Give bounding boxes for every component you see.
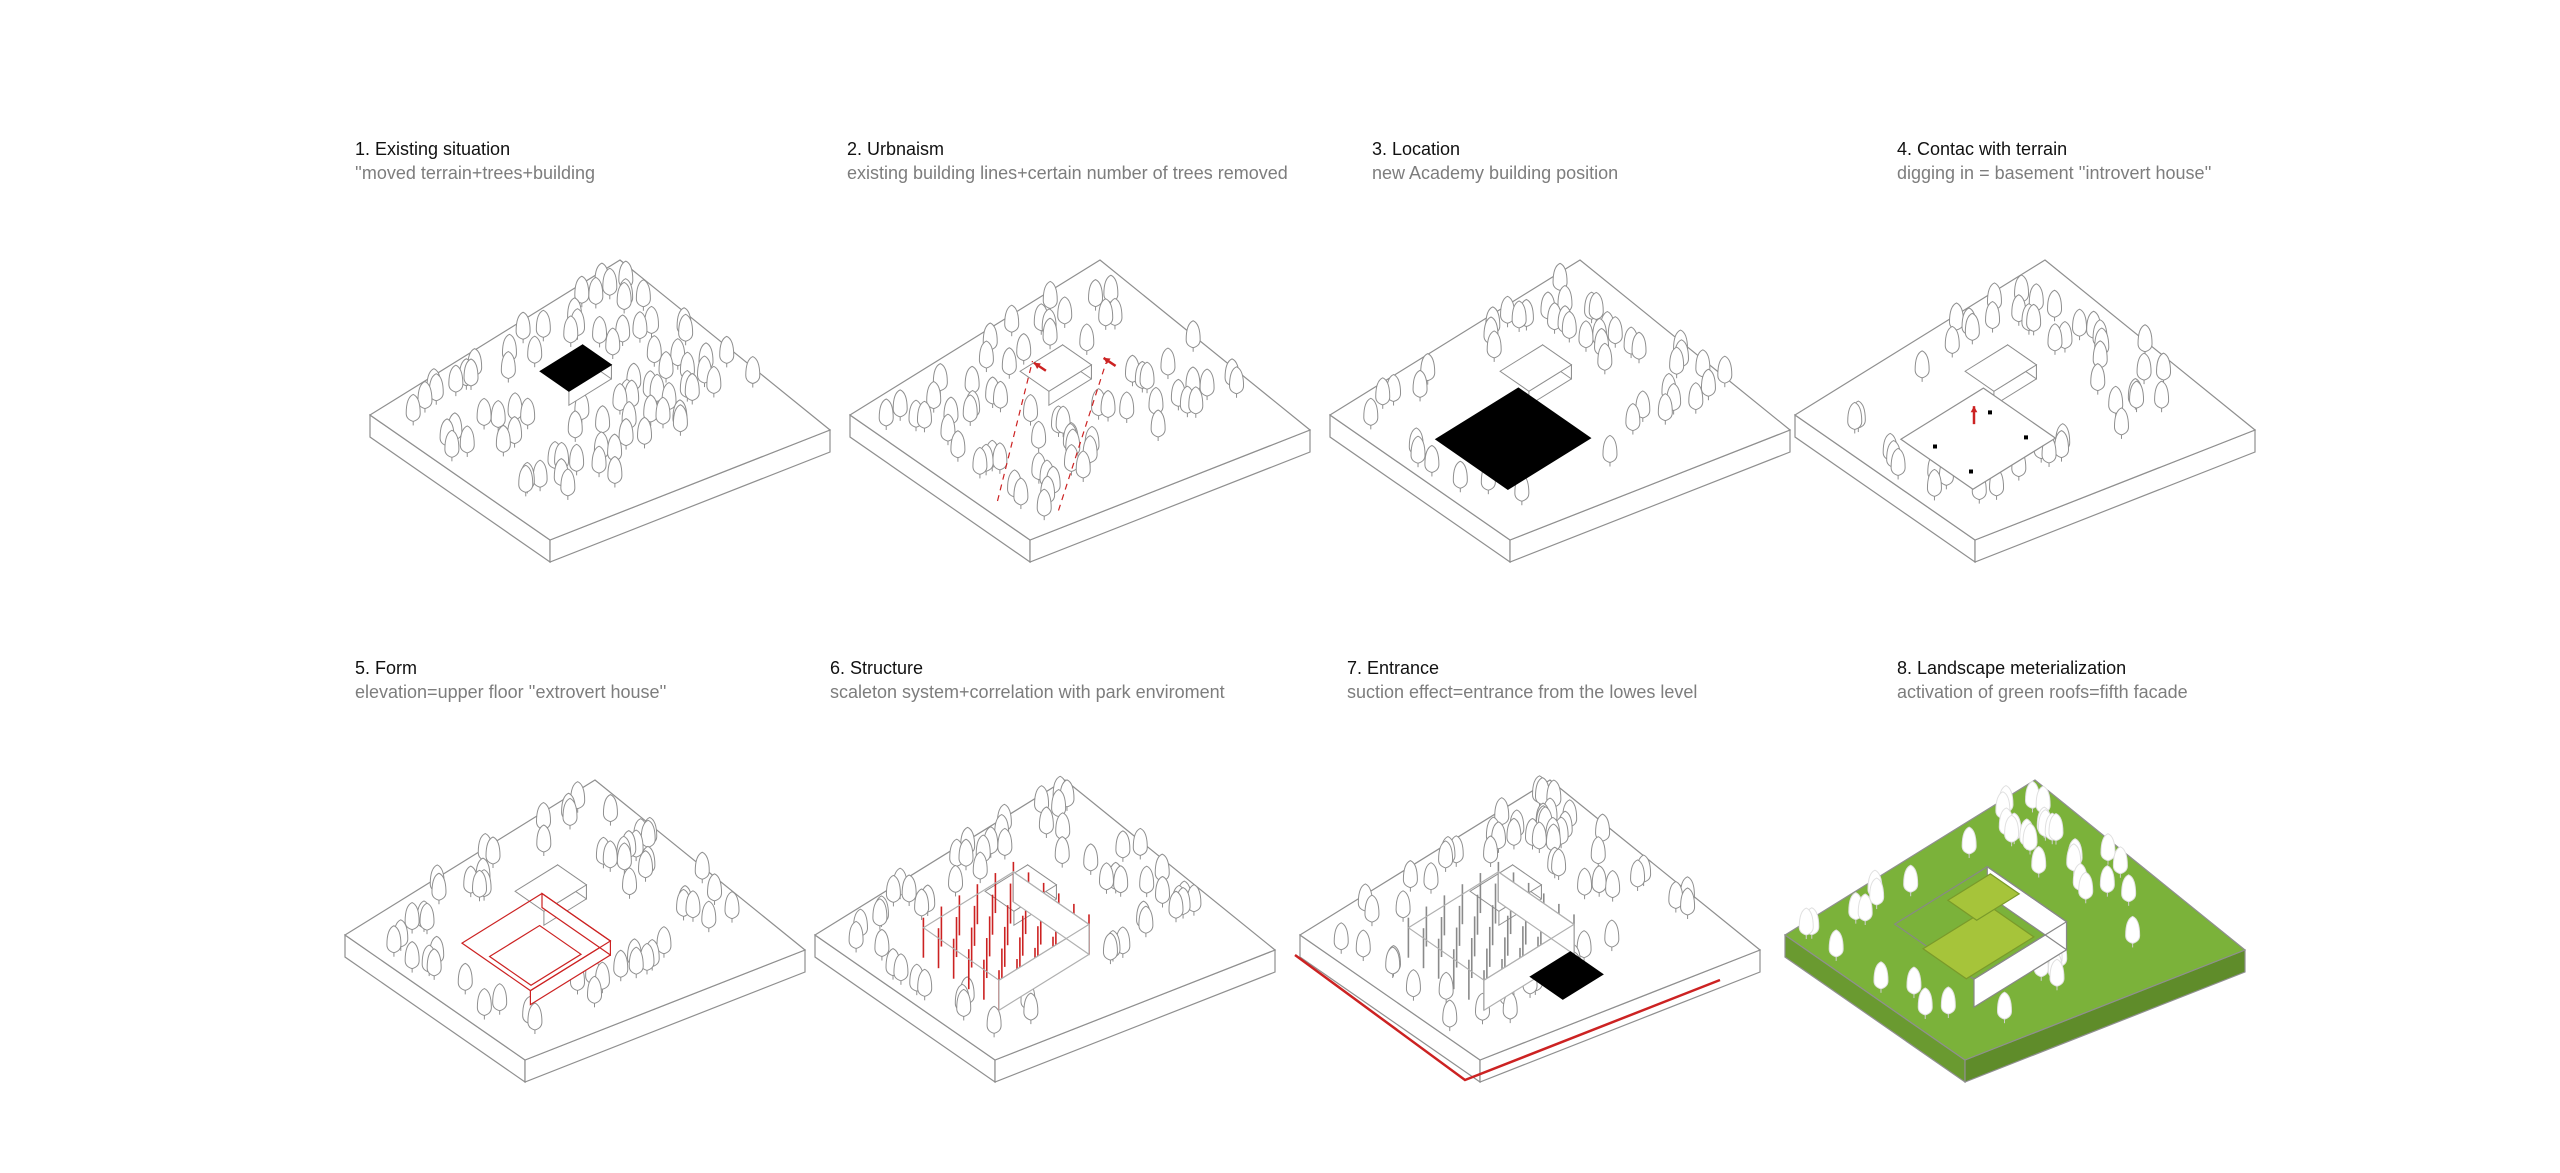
panel-title: 7. Entrance <box>1347 656 1907 680</box>
panel-title: 6. Structure <box>830 656 1390 680</box>
tree-canopy <box>2138 325 2152 352</box>
tree-canopy <box>1950 303 1964 330</box>
panel-caption: 3. Location new Academy building positio… <box>1372 137 1932 185</box>
panel-caption: 1. Existing situation ''moved terrain+tr… <box>355 137 915 185</box>
panel-subtitle: existing building lines+certain number o… <box>847 161 1407 185</box>
tree-canopy <box>1718 356 1732 383</box>
slab-top <box>1795 260 2255 540</box>
corner-marker <box>1988 410 1992 414</box>
tree-canopy <box>1133 828 1147 855</box>
panel-subtitle: activation of green roofs=fifth facade <box>1897 680 2457 704</box>
isometric-site-landscape <box>1770 760 2260 1080</box>
isometric-site-urbanism <box>835 240 1325 560</box>
panel-caption: 7. Entrance suction effect=entrance from… <box>1347 656 1907 704</box>
tree-canopy <box>1186 321 1200 348</box>
isometric-site-form <box>330 760 820 1080</box>
panel-title: 3. Location <box>1372 137 1932 161</box>
isometric-site-entrance <box>1285 760 1775 1080</box>
panel-subtitle: scaleton system+correlation with park en… <box>830 680 1390 704</box>
panel-subtitle: new Academy building position <box>1372 161 1932 185</box>
isometric-site-existing-situation <box>355 240 845 560</box>
panel-caption: 2. Urbnaism existing building lines+cert… <box>847 137 1407 185</box>
corner-marker <box>1969 470 1973 474</box>
corner-marker <box>2024 435 2028 439</box>
isometric-site-terrain-contact <box>1780 240 2270 560</box>
tree-canopy <box>1043 281 1057 308</box>
tree-canopy <box>720 336 734 363</box>
panel-subtitle: digging in = basement ''introvert house'… <box>1897 161 2457 185</box>
panel-caption: 6. Structure scaleton system+correlation… <box>830 656 1390 704</box>
tree-canopy <box>516 312 530 339</box>
panel-caption: 8. Landscape meterialization activation … <box>1897 656 2457 704</box>
slab-top <box>850 260 1310 540</box>
isometric-site-location <box>1315 240 1805 560</box>
tree-canopy <box>695 852 709 879</box>
panel-caption: 4. Contac with terrain digging in = base… <box>1897 137 2457 185</box>
tree-canopy <box>1005 305 1019 332</box>
panel-title: 1. Existing situation <box>355 137 915 161</box>
isometric-site-structure <box>800 760 1290 1080</box>
panel-subtitle: ''moved terrain+trees+building <box>355 161 915 185</box>
corner-marker <box>1933 445 1937 449</box>
panel-title: 2. Urbnaism <box>847 137 1407 161</box>
panel-title: 8. Landscape meterialization <box>1897 656 2457 680</box>
panel-subtitle: suction effect=entrance from the lowes l… <box>1347 680 1907 704</box>
tree-canopy <box>746 357 760 384</box>
panel-title: 4. Contac with terrain <box>1897 137 2457 161</box>
